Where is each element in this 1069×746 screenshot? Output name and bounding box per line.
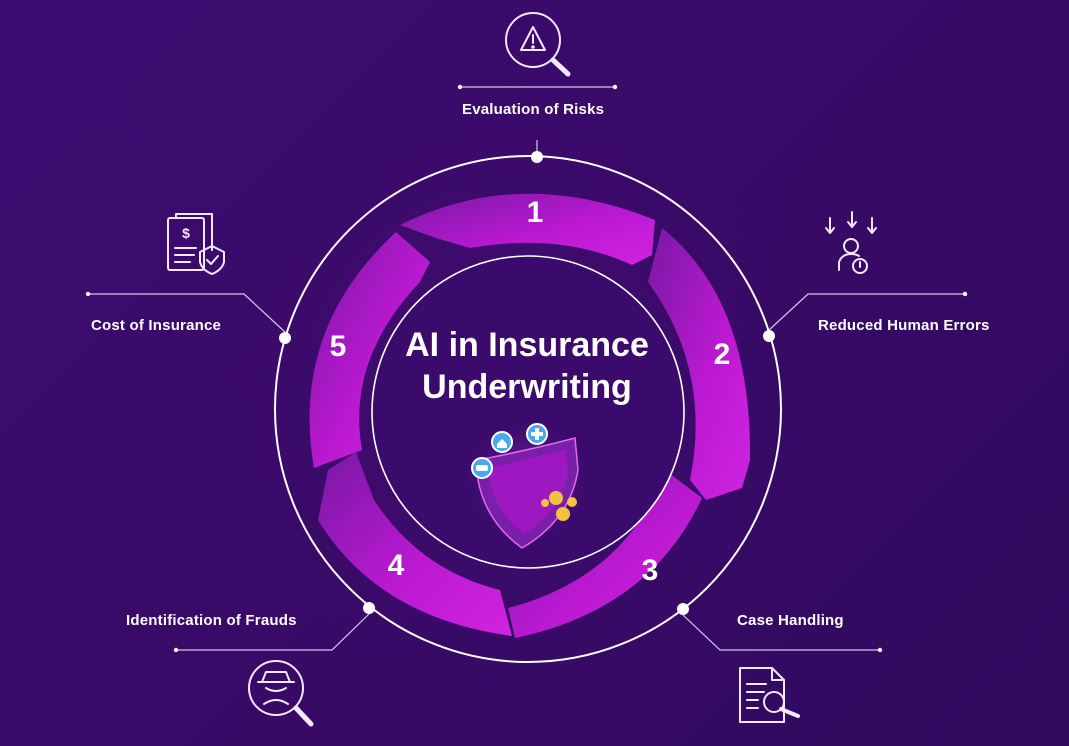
inner-ring — [371, 255, 685, 569]
dot-step2 — [763, 330, 775, 342]
arrow-segment-3 — [508, 470, 702, 638]
leader-lines — [88, 86, 965, 651]
step-number-1: 1 — [527, 196, 544, 229]
connector-dots — [279, 151, 775, 615]
warning-magnifier-icon — [505, 12, 571, 77]
step-number-5: 5 — [330, 330, 347, 363]
dot-step4 — [363, 602, 375, 614]
step-label-cost-of-insurance: Cost of Insurance — [91, 317, 222, 334]
title-line-2: Underwriting — [422, 368, 632, 406]
step-label-case-handling: Case Handling — [737, 612, 844, 629]
dot-step3 — [677, 603, 689, 615]
arrow-segment-4 — [318, 452, 512, 636]
cycle-arrows — [309, 193, 751, 638]
arrow-segment-2 — [648, 228, 751, 500]
step-number-4: 4 — [388, 549, 405, 582]
arrow-segment-1 — [400, 193, 655, 265]
title-line-1: AI in Insurance — [405, 326, 649, 364]
user-error-icon — [825, 211, 877, 274]
document-search-icon — [739, 667, 800, 723]
fraud-spy-icon — [248, 660, 314, 727]
shield-icon — [467, 422, 587, 549]
step-number-3: 3 — [642, 554, 659, 587]
arrow-segment-5 — [309, 232, 430, 468]
insurance-cost-icon: $ — [167, 213, 225, 275]
step-number-2: 2 — [714, 338, 731, 371]
step-label-identification-of-frauds: Identification of Frauds — [126, 612, 297, 629]
step-label-reduced-human-errors: Reduced Human Errors — [818, 317, 990, 334]
outer-ring — [274, 155, 782, 663]
dot-step1 — [531, 151, 543, 163]
svg-text:$: $ — [182, 225, 190, 241]
step-label-evaluation-of-risks: Evaluation of Risks — [462, 101, 605, 118]
dot-step5 — [279, 332, 291, 344]
diagram-title: AI in Insurance Underwriting — [372, 324, 682, 408]
